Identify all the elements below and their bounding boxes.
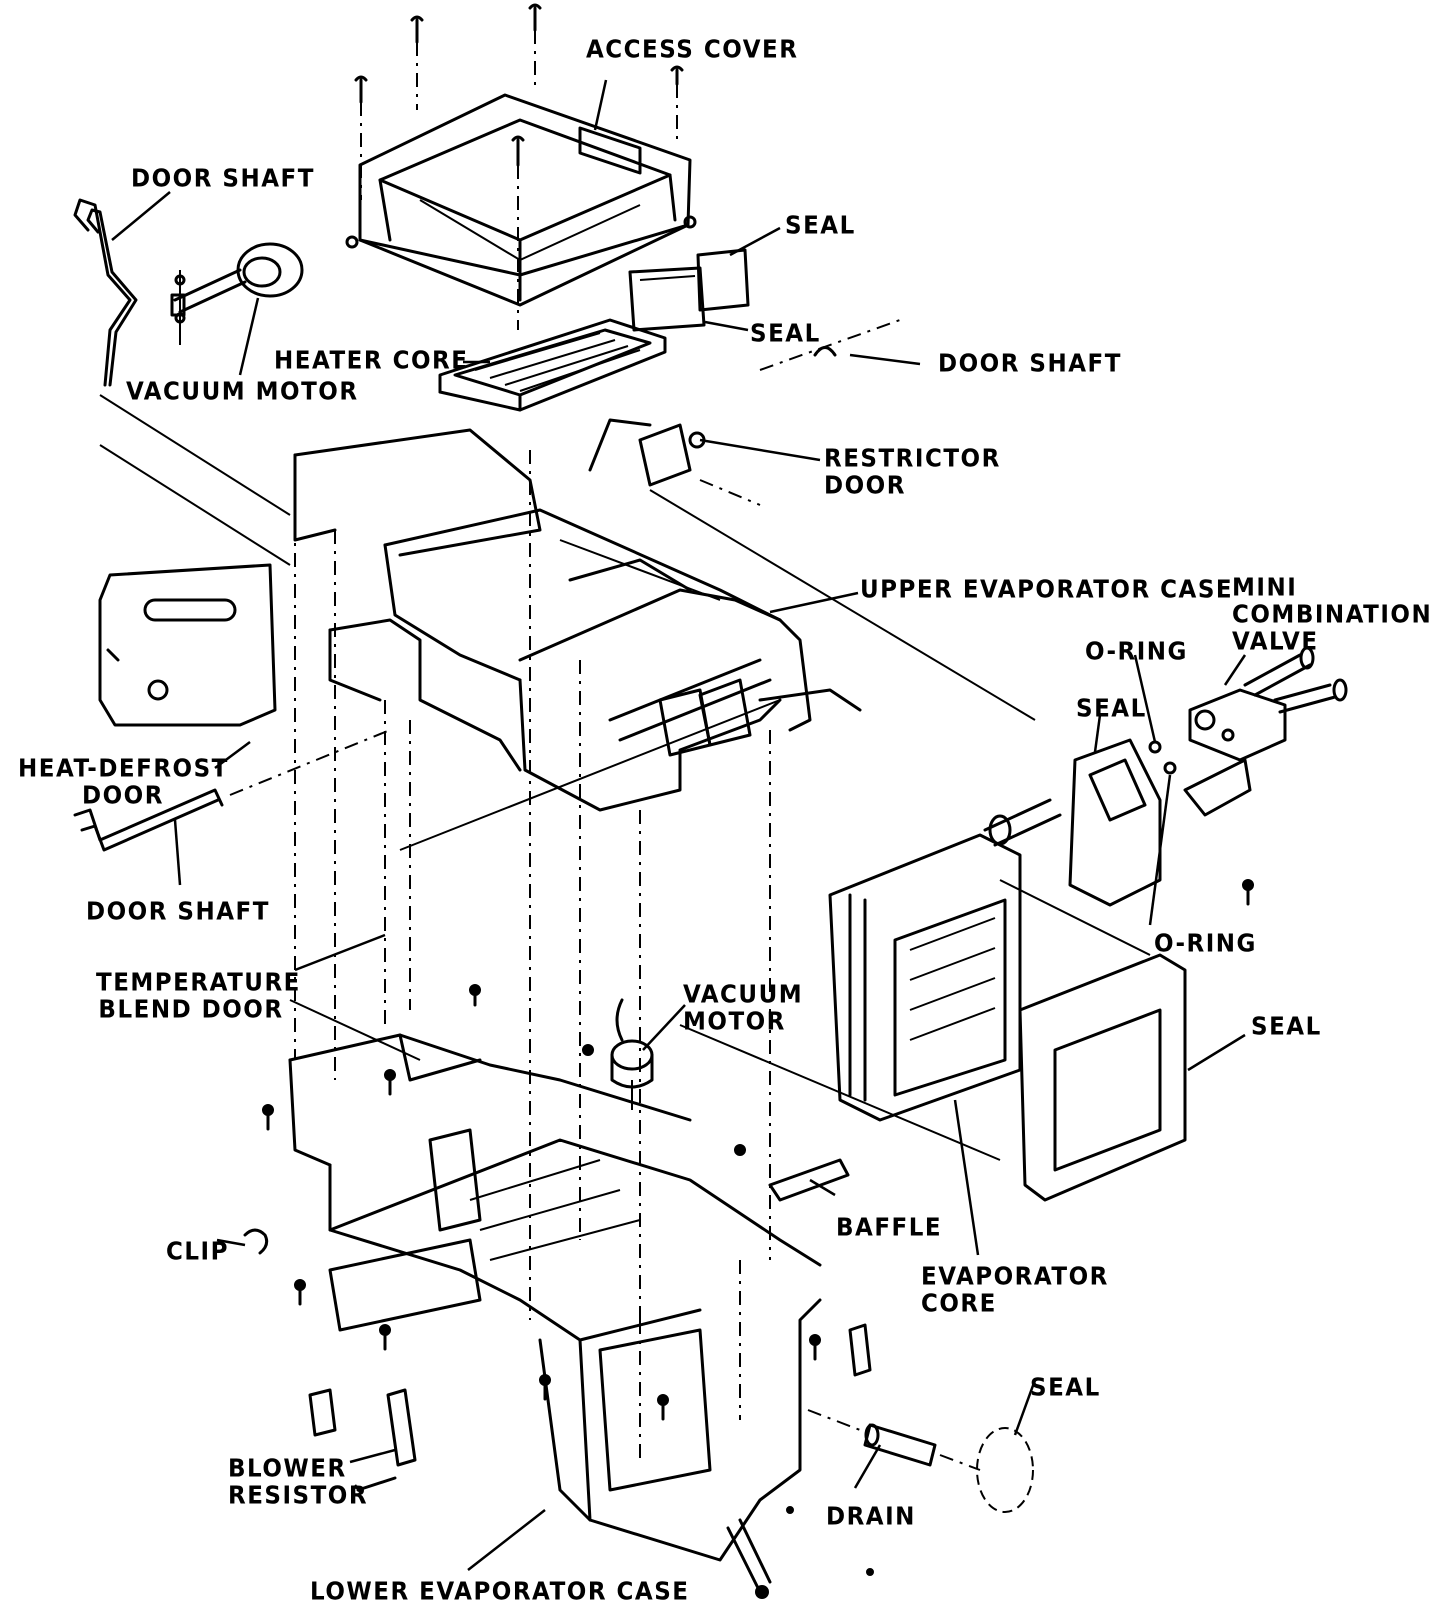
label-vacuum-motor-lower: VACUUM MOTOR [683, 980, 804, 1036]
label-seal-drain: SEAL [1030, 1373, 1101, 1402]
label-mini-combination-valve: MINI COMBINATION VALVE [1232, 573, 1433, 656]
door-shaft-lower [73, 729, 391, 852]
mini-combination-valve [1188, 646, 1348, 762]
seal-parts-upper [628, 248, 750, 332]
label-temperature-blend-door: TEMPERATURE BLEND DOOR [96, 968, 301, 1024]
label-temperature-blend-door-line-1: TEMPERATURE [96, 968, 301, 997]
label-door-shaft-top-left: DOOR SHAFT [131, 164, 315, 193]
label-restrictor-door-line-1: RESTRICTOR [824, 444, 1001, 473]
assembly-guide-lines [99, 394, 1151, 1460]
vacuum-motor-upper [170, 242, 304, 345]
heater-core [438, 318, 667, 412]
heat-defrost-door [98, 563, 277, 727]
label-vacuum-motor-upper: VACUUM MOTOR [126, 377, 359, 406]
access-cover [345, 93, 697, 330]
label-heat-defrost-door-line-1: HEAT-DEFROST [18, 754, 229, 783]
label-blower-resistor: BLOWER RESISTOR [228, 1454, 369, 1510]
label-clip: CLIP [166, 1237, 229, 1266]
label-restrictor-door-line-2: DOOR [824, 471, 906, 500]
label-evaporator-core-line-1: EVAPORATOR [921, 1262, 1109, 1291]
label-seal-valve: SEAL [1076, 694, 1147, 723]
label-baffle: BAFFLE [836, 1213, 943, 1242]
fastener-screws [262, 984, 874, 1599]
label-door-shaft-right: DOOR SHAFT [938, 349, 1122, 378]
label-blower-resistor-line-2: RESISTOR [228, 1481, 369, 1510]
label-mini-combination-valve-line-3: VALVE [1232, 627, 1319, 656]
label-seal-upper: SEAL [785, 211, 856, 240]
lower-evaporator-case [288, 1033, 822, 1562]
door-shaft-top-left [73, 198, 138, 387]
label-mini-combination-valve-line-2: COMBINATION [1232, 600, 1433, 629]
leader-lines [111, 79, 1247, 1571]
label-blower-resistor-line-1: BLOWER [228, 1454, 347, 1483]
small-parts [243, 1158, 1034, 1590]
label-evaporator-core: EVAPORATOR CORE [921, 1262, 1109, 1318]
label-door-shaft-lower: DOOR SHAFT [86, 897, 270, 926]
label-evaporator-core-line-2: CORE [921, 1289, 997, 1318]
label-seal-evaporator: SEAL [1251, 1012, 1322, 1041]
label-heat-defrost-door: HEAT-DEFROST DOOR [18, 754, 229, 810]
label-o-ring-upper: O-RING [1085, 637, 1188, 666]
label-o-ring-lower: O-RING [1154, 929, 1257, 958]
upper-evaporator-case [293, 428, 862, 812]
label-vacuum-motor-lower-line-1: VACUUM [683, 980, 804, 1009]
label-lower-evaporator-case: LOWER EVAPORATOR CASE [310, 1577, 690, 1606]
label-mini-combination-valve-line-1: MINI [1232, 573, 1298, 602]
vacuum-motor-lower [610, 998, 654, 1110]
label-restrictor-door: RESTRICTOR DOOR [824, 444, 1001, 500]
label-vacuum-motor-lower-line-2: MOTOR [683, 1007, 786, 1036]
label-heat-defrost-door-line-2: DOOR [82, 781, 164, 810]
top-screws [354, 3, 684, 200]
label-seal-middle: SEAL [750, 319, 821, 348]
label-drain: DRAIN [826, 1502, 916, 1531]
label-upper-evaporator-case: UPPER EVAPORATOR CASE [860, 575, 1234, 604]
label-heater-core: HEATER CORE [274, 346, 469, 375]
evaporator-seal [1018, 953, 1187, 1202]
label-access-cover: ACCESS COVER [586, 35, 799, 64]
valve-seal-and-orings [1068, 738, 1254, 907]
label-temperature-blend-door-line-2: BLEND DOOR [98, 995, 284, 1024]
evaporator-core [828, 798, 1062, 1122]
